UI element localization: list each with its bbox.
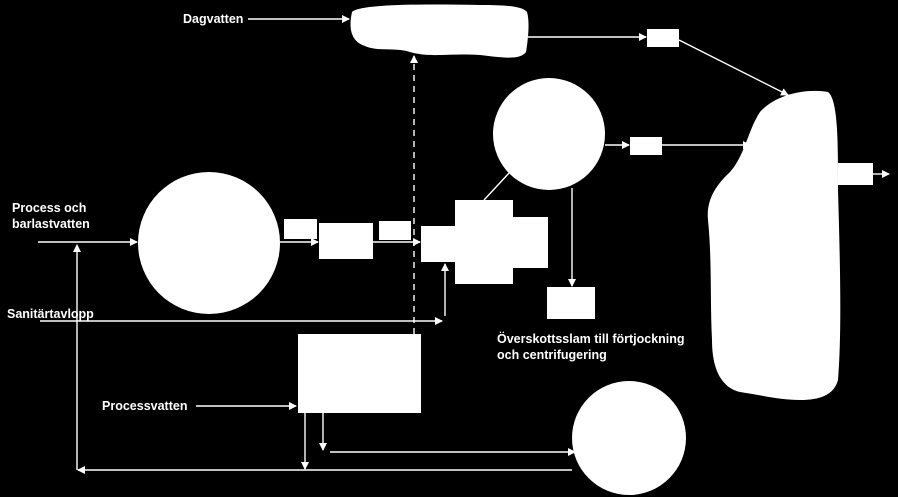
label-processvatten: Processvatten [102,399,187,413]
label-sanitar: Sanitärtavlopp [7,307,94,321]
small-box-top [647,29,679,47]
process-water-box [298,334,421,413]
small-box-c [379,221,411,240]
small-box-a [284,219,317,239]
link-cross-circle [483,171,511,201]
small-box-mid [630,137,662,155]
primary-sedimentation-circle [138,172,280,314]
receiving-water-shape [707,90,841,400]
basin-circle-bottom [572,381,686,495]
process-box-b [319,223,373,259]
arrow-box-receiving [678,39,789,96]
label-dagvatten: Dagvatten [183,12,243,26]
biological-treatment-block [421,200,548,284]
secondary-clarifier-circle [493,78,605,190]
label-overskott-line1: Överskottsslam till förtjockning [497,331,685,346]
label-process-line2: barlastvatten [12,217,90,231]
sludge-box [547,287,595,319]
label-overskott-line2: och centrifugering [497,348,607,362]
stormwater-pond-shape [350,4,529,58]
label-process-line1: Process och [12,201,86,215]
outlet-box [838,163,873,185]
